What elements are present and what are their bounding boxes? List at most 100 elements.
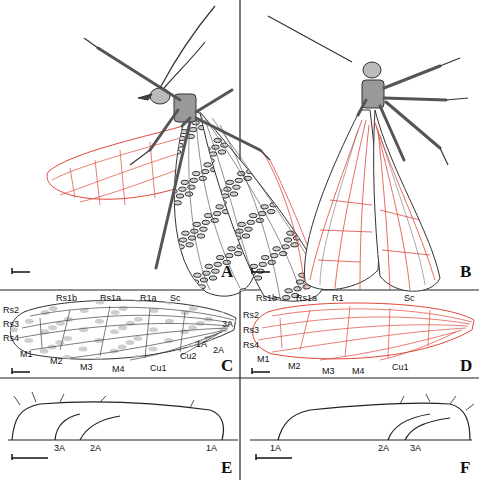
wing-spot bbox=[194, 273, 202, 277]
wing-spot bbox=[63, 336, 72, 341]
wing-spot bbox=[226, 180, 234, 184]
vein-label: 3A bbox=[222, 320, 233, 329]
vein-label: 2A bbox=[213, 346, 224, 355]
vein-label: M3 bbox=[80, 363, 93, 372]
scale-bar bbox=[12, 268, 30, 274]
vein-label: M1 bbox=[257, 355, 270, 364]
hindwing-d bbox=[253, 303, 474, 360]
wing-spot bbox=[176, 194, 184, 198]
wing-spot bbox=[213, 297, 221, 301]
wing-spot bbox=[246, 119, 254, 123]
vein-label: R1 bbox=[332, 294, 344, 303]
wing-spot bbox=[280, 302, 288, 306]
wing-spot bbox=[180, 289, 188, 293]
wing-spot bbox=[240, 289, 248, 293]
wing-spot bbox=[256, 218, 264, 222]
wing-spot bbox=[224, 238, 232, 242]
vein-label: M2 bbox=[50, 357, 63, 366]
wing-spot bbox=[180, 329, 189, 334]
wing-spot bbox=[320, 154, 328, 158]
wing-spot bbox=[95, 319, 104, 324]
wing-spot bbox=[317, 110, 325, 114]
wing-spot bbox=[200, 227, 208, 231]
wing-spot bbox=[176, 143, 184, 147]
wing-spot bbox=[306, 119, 314, 123]
wing-spot bbox=[269, 152, 277, 156]
wing-spot bbox=[234, 127, 242, 131]
wing-spot bbox=[34, 295, 43, 300]
insect-b bbox=[268, 16, 468, 291]
wing-spot bbox=[248, 112, 256, 116]
wing-spot bbox=[177, 245, 185, 249]
vein-label: Rs1a bbox=[100, 294, 121, 303]
wing-spot bbox=[196, 218, 204, 222]
wing-spot bbox=[24, 338, 33, 343]
vein-label: 1A bbox=[206, 444, 217, 453]
wing-spot bbox=[168, 247, 176, 251]
wing-spot bbox=[186, 293, 194, 297]
wing-spot bbox=[134, 317, 143, 322]
wing-spot bbox=[213, 247, 221, 251]
wing-spot bbox=[194, 276, 202, 280]
wing-spot bbox=[9, 346, 18, 351]
wing-spot bbox=[190, 178, 198, 182]
wing-spot bbox=[266, 108, 274, 112]
wing-spot bbox=[161, 108, 169, 112]
panel-letter: F bbox=[460, 459, 470, 476]
vein-label: Rs1a bbox=[296, 294, 317, 303]
wing-spot bbox=[290, 192, 298, 196]
wing-spot bbox=[262, 306, 270, 310]
wing-spot bbox=[198, 211, 206, 215]
wing-spot bbox=[203, 112, 211, 116]
wing-spot bbox=[258, 161, 266, 165]
wing-spot bbox=[235, 302, 243, 306]
wing-spot bbox=[215, 189, 223, 193]
wing-spot bbox=[181, 180, 189, 184]
wing-spot bbox=[49, 306, 58, 311]
wing-spot bbox=[315, 167, 323, 171]
wing-spot bbox=[179, 187, 187, 191]
wing-spot bbox=[220, 308, 229, 313]
vein-label: Sc bbox=[404, 294, 415, 303]
vein-label: M1 bbox=[20, 350, 33, 359]
wing-spot bbox=[234, 251, 242, 255]
wing-spot bbox=[202, 220, 210, 224]
wing-spot bbox=[303, 125, 311, 129]
wing-spot bbox=[40, 348, 49, 353]
wing-spot bbox=[315, 117, 323, 121]
vein-label: Rs4 bbox=[3, 334, 19, 343]
wing-spot bbox=[79, 346, 88, 351]
wing-spot bbox=[245, 278, 253, 282]
wing-spot bbox=[205, 264, 213, 268]
insect-a bbox=[47, 6, 330, 311]
wing-spot bbox=[198, 161, 206, 165]
wing-spot bbox=[201, 205, 209, 209]
wing-spot bbox=[268, 260, 276, 264]
wing-spot bbox=[272, 145, 280, 149]
wing-spot bbox=[230, 192, 238, 196]
wing-spot bbox=[249, 127, 257, 131]
wing-spot bbox=[94, 357, 103, 362]
wing-spot bbox=[235, 319, 244, 324]
wing-spot bbox=[261, 205, 269, 209]
wing-spot bbox=[149, 346, 158, 351]
wing-spot bbox=[189, 127, 197, 131]
vein-label: M2 bbox=[288, 362, 301, 371]
wing-spot bbox=[282, 295, 290, 299]
wing-spot bbox=[267, 209, 275, 213]
wing-spot bbox=[252, 121, 260, 125]
wing-spot bbox=[233, 185, 241, 189]
wing-spot bbox=[234, 338, 243, 343]
vein-label: Sc bbox=[170, 294, 181, 303]
vein-label: Rs1b bbox=[256, 294, 277, 303]
wing-spot bbox=[237, 121, 245, 125]
wing-spot bbox=[25, 319, 34, 324]
wing-spot bbox=[293, 185, 301, 189]
wing-spot bbox=[306, 169, 314, 173]
wing-spot bbox=[243, 125, 251, 129]
wing-spot bbox=[236, 299, 245, 304]
vein-label: R1a bbox=[140, 294, 157, 303]
wing-spot bbox=[212, 110, 220, 114]
wing-spot bbox=[249, 213, 257, 217]
